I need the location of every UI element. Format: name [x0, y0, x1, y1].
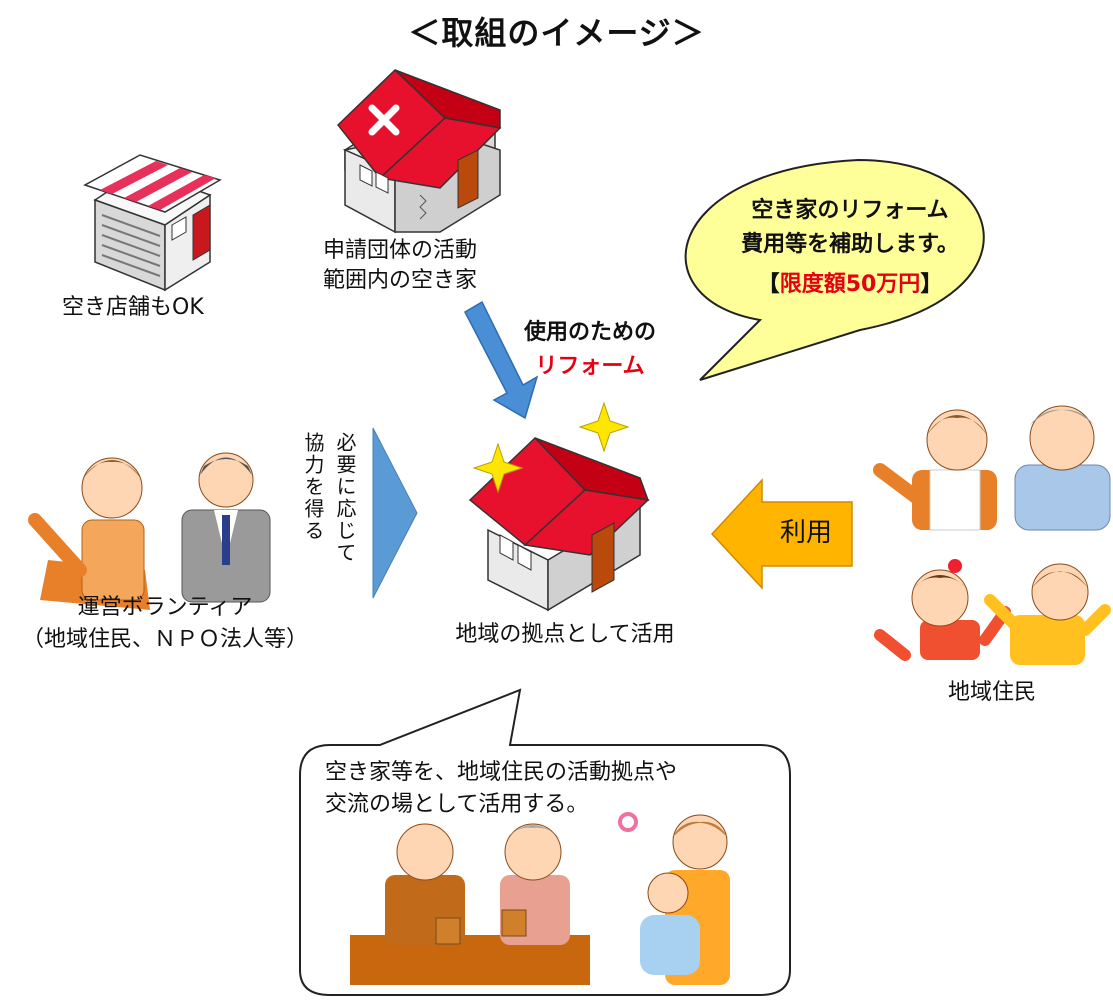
cooperation-arrow — [372, 427, 418, 599]
vacant-house-icon — [336, 68, 502, 234]
usage-bubble-line-1: 空き家等を、地域住民の活動拠点や — [325, 760, 678, 785]
usage-bubble — [299, 688, 791, 996]
subsidy-bubble-line-2: 費用等を補助します。 — [741, 232, 959, 257]
bracket-close: 】 — [920, 272, 943, 297]
use-arrow-label: 利用 — [779, 518, 832, 548]
cooperate-label-2: 協力を得る — [301, 432, 325, 542]
vacant-store-icon — [83, 154, 222, 292]
residents-people-icon — [873, 405, 1111, 665]
reform-label-1: 使用のための — [523, 320, 656, 345]
limit-amount: 限度額50万円 — [779, 272, 921, 297]
usage-bubble-line-2: 交流の場として活用する。 — [325, 792, 589, 817]
volunteer-label-2: （地域住民、ＮＰＯ法人等） — [21, 627, 308, 652]
cooperate-label-1: 必要に応じて — [333, 432, 357, 564]
reform-arrow — [464, 300, 539, 420]
hub-house-icon — [468, 401, 650, 612]
page-title: ＜取組のイメージ＞ — [408, 14, 705, 52]
hub-label: 地域の拠点として活用 — [455, 622, 675, 647]
use-arrow — [710, 478, 853, 590]
subsidy-bubble — [684, 158, 985, 381]
vacant-store-label: 空き店舗もOK — [62, 295, 204, 320]
volunteer-label-1: 運営ボランティア — [77, 595, 253, 620]
bracket-open: 【 — [757, 272, 780, 297]
residents-label: 地域住民 — [947, 680, 1036, 705]
reform-label-2: リフォーム — [535, 354, 645, 379]
subsidy-limit-line: 【限度額50万円】 — [700, 270, 1000, 300]
vacant-house-label-2: 範囲内の空き家 — [323, 268, 478, 293]
vacant-house-label-1: 申請団体の活動 — [323, 238, 478, 263]
subsidy-bubble-line-1: 空き家のリフォーム — [751, 198, 949, 223]
volunteer-people-icon — [28, 452, 271, 610]
